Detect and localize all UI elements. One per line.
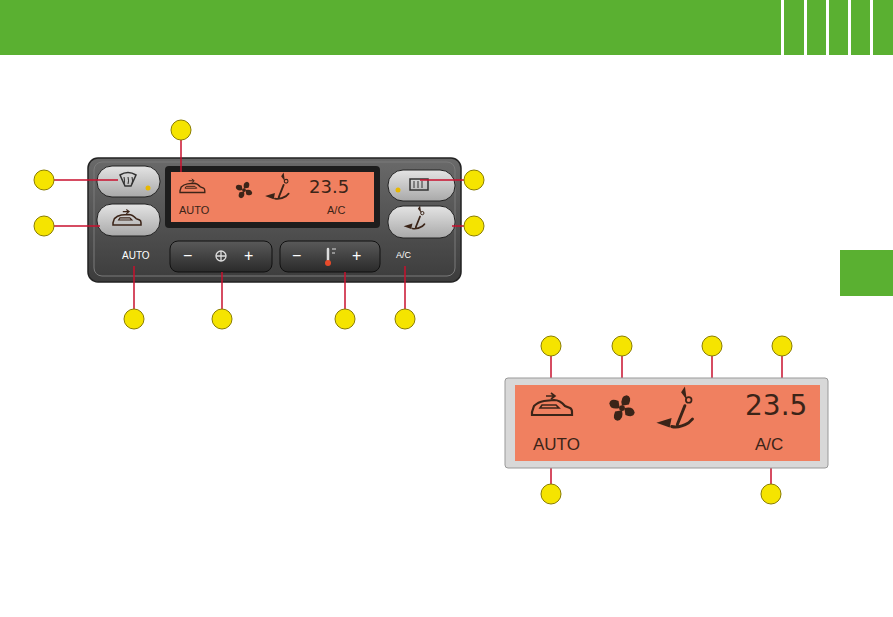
panel-text: 23.5	[745, 392, 807, 420]
display-detail	[505, 378, 828, 468]
panel-text: +	[244, 248, 253, 264]
panel-text: 23.5	[309, 178, 349, 196]
control-panel	[88, 158, 461, 282]
control-button: AUTO	[112, 247, 160, 265]
control-button: −+	[280, 241, 380, 272]
panel-text: A/C	[396, 251, 411, 260]
control-button: −+	[170, 241, 272, 272]
panel-text: +	[352, 248, 361, 264]
panel-text: −	[183, 248, 192, 264]
panel-text: −	[292, 248, 301, 264]
panel-text: AUTO	[533, 436, 580, 453]
panel-text: A/C	[755, 436, 783, 453]
panel-text: AUTO	[179, 205, 209, 216]
lcd-display: 23.5AUTO A/C	[171, 172, 374, 222]
panel-text: AUTO	[122, 251, 150, 261]
panel-text: A/C	[327, 205, 345, 216]
header-bar	[0, 0, 893, 296]
control-button: A/C	[392, 247, 426, 265]
lcd-display: 23.5AUTO A/C	[515, 385, 820, 461]
